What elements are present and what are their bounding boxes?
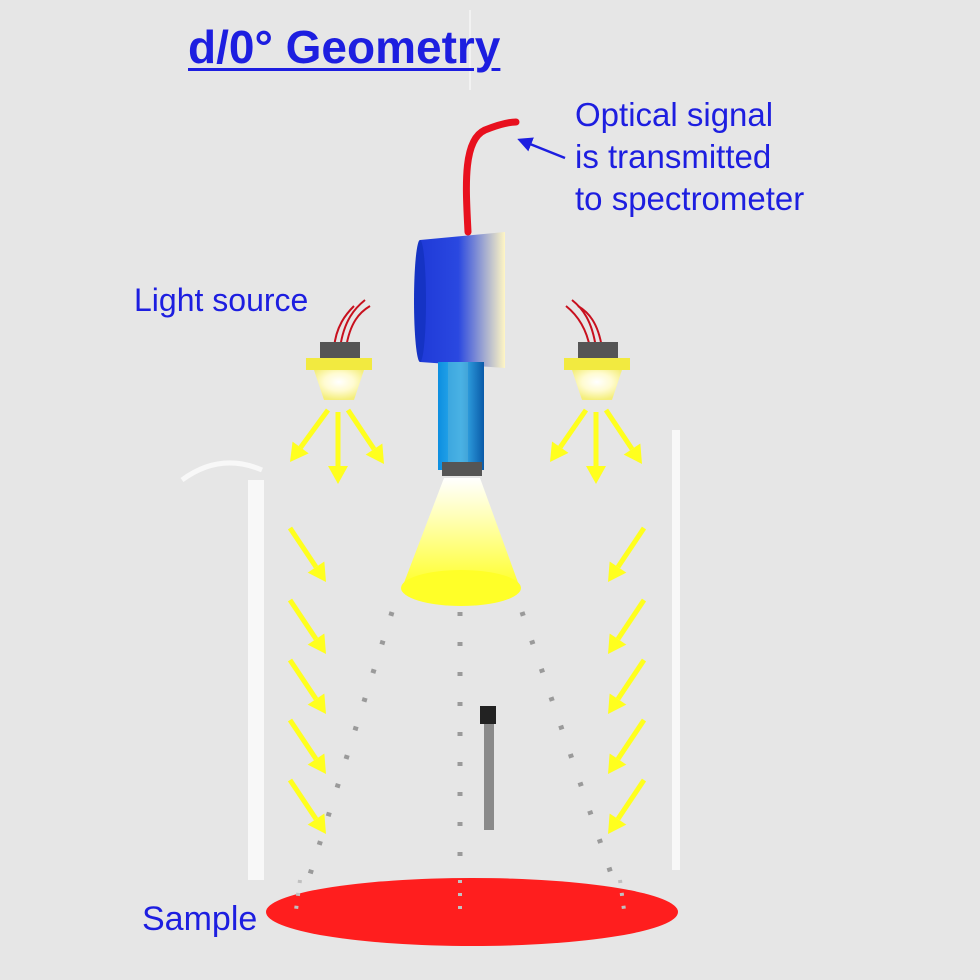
light-source-label: Light source [134,282,309,318]
optical-signal-label: Optical signal is transmitted to spectro… [575,94,804,220]
light-arrow-icon [287,658,326,714]
light-arrow-icon [345,408,384,464]
light-source-lamp-icon [306,299,372,400]
spectrometer-detector-icon [414,232,505,476]
light-arrows [287,408,647,834]
light-arrow-icon [608,778,647,834]
sample-label: Sample [142,900,258,938]
light-arrow-icon [608,598,647,654]
reflection-lines [299,611,623,910]
light-trap-icon [480,706,496,830]
light-arrow-icon [603,408,642,464]
optical-signal-line-2: is transmitted [575,138,772,175]
sample-disc-icon [266,878,678,946]
light-arrow-icon [586,412,606,484]
light-arrow-icon [287,598,326,654]
light-arrow-icon [287,526,326,582]
diagram-title: d/0° Geometry [188,21,501,73]
light-arrow-icon [608,718,647,774]
light-arrow-icon [550,408,589,462]
light-arrow-icon [608,658,647,714]
light-arrow-icon [290,408,331,462]
optical-signal-line-1: Optical signal [575,96,774,133]
light-arrow-icon [608,526,647,582]
signal-arrow [517,137,566,160]
fiber-optic-cable-icon [462,118,520,236]
sphere-wall [180,10,680,880]
light-arrow-icon [287,718,326,774]
light-arrow-icon [328,412,348,484]
light-source-lamp-icon [564,299,630,400]
light-arrow-icon [287,778,326,834]
optical-signal-line-3: to spectrometer [575,180,805,217]
detector-view-cone [401,478,521,606]
